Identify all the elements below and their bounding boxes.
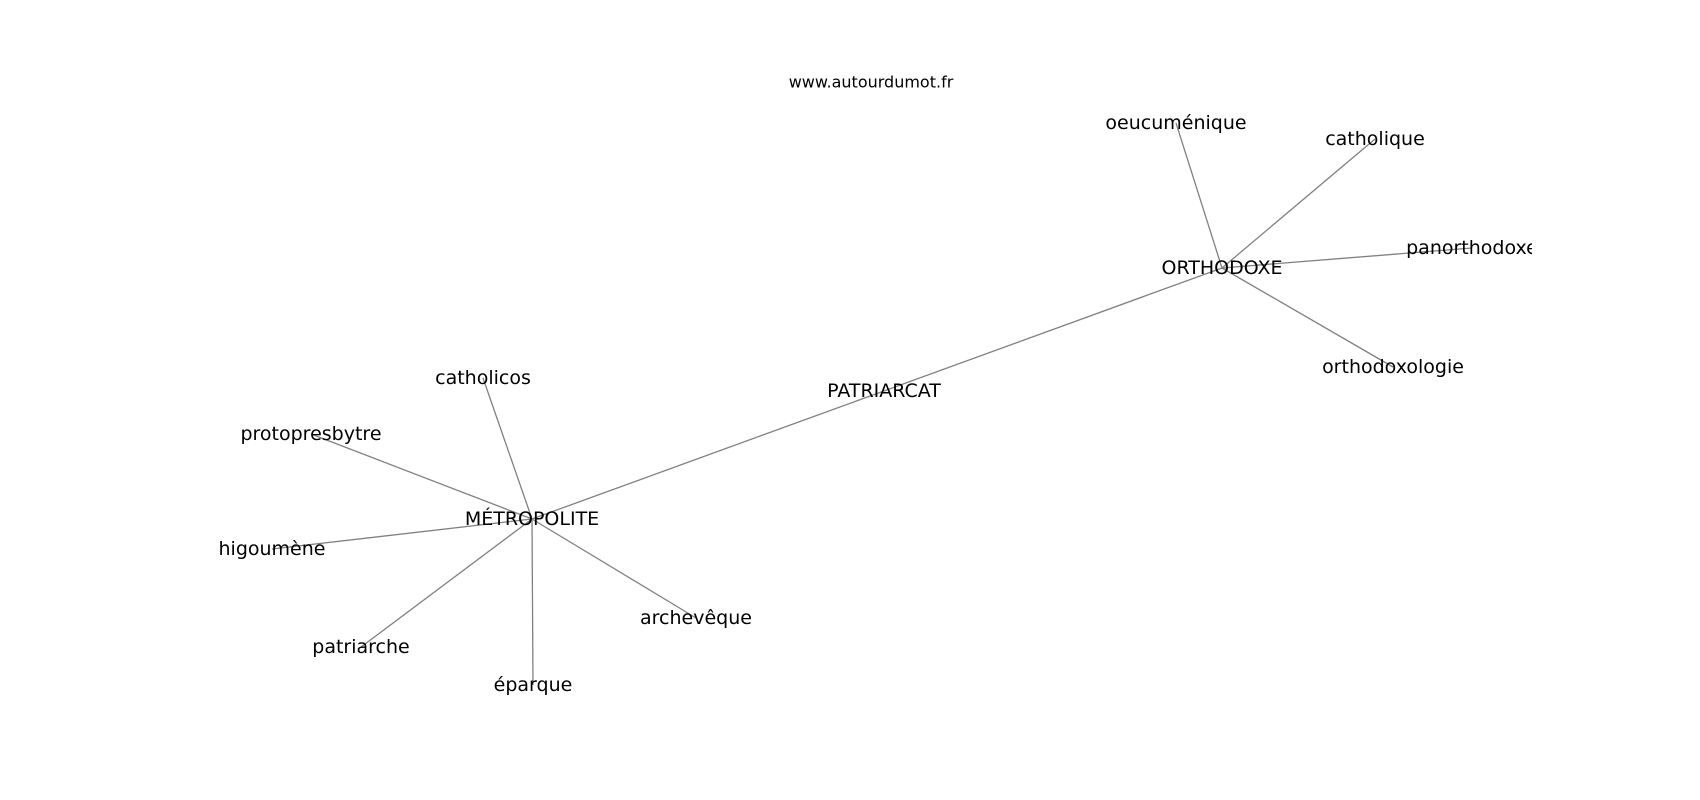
edge-metropolite-patriarche (360, 518, 533, 648)
node-label-archeveque: archevêque (640, 607, 752, 629)
edge-metropolite-catholicos (482, 377, 533, 520)
edge-metropolite-archeveque (531, 518, 697, 619)
node-label-orthodoxologie: orthodoxologie (1322, 356, 1464, 378)
node-label-higoumene: higoumène (219, 538, 326, 560)
edge-orthodoxe-oecumenique (1175, 122, 1223, 269)
edge-metropolite-orthodoxe (531, 267, 1223, 520)
edge-orthodoxe-catholique (1221, 138, 1376, 269)
node-label-oecumenique: oeucuménique (1105, 112, 1246, 134)
node-label-panorthodoxe: panorthodoxe (1406, 237, 1538, 259)
labels-layer: PATRIARCAT MÉTROPOLITE ORTHODOXE catholicos… (219, 112, 1538, 696)
node-label-eparque: éparque (494, 674, 573, 696)
node-label-catholique: catholique (1325, 128, 1425, 150)
edge-orthodoxe-orthodoxologie (1221, 267, 1394, 368)
edges-layer (271, 122, 1473, 686)
node-label-orthodoxe: ORTHODOXE (1161, 257, 1282, 279)
edge-metropolite-eparque (531, 518, 534, 686)
edge-metropolite-protopresbytre (310, 433, 533, 520)
node-label-patriarche: patriarche (312, 636, 409, 658)
watermark-text: www.autourdumot.fr (789, 73, 954, 92)
node-label-metropolite: MÉTROPOLITE (465, 507, 599, 530)
node-label-patriarcat: PATRIARCAT (827, 380, 941, 402)
edge-orthodoxe-panorthodoxe (1221, 247, 1473, 269)
node-label-catholicos: catholicos (435, 367, 531, 389)
edge-metropolite-higoumene (271, 518, 533, 550)
node-label-protopresbytre: protopresbytre (240, 423, 381, 445)
